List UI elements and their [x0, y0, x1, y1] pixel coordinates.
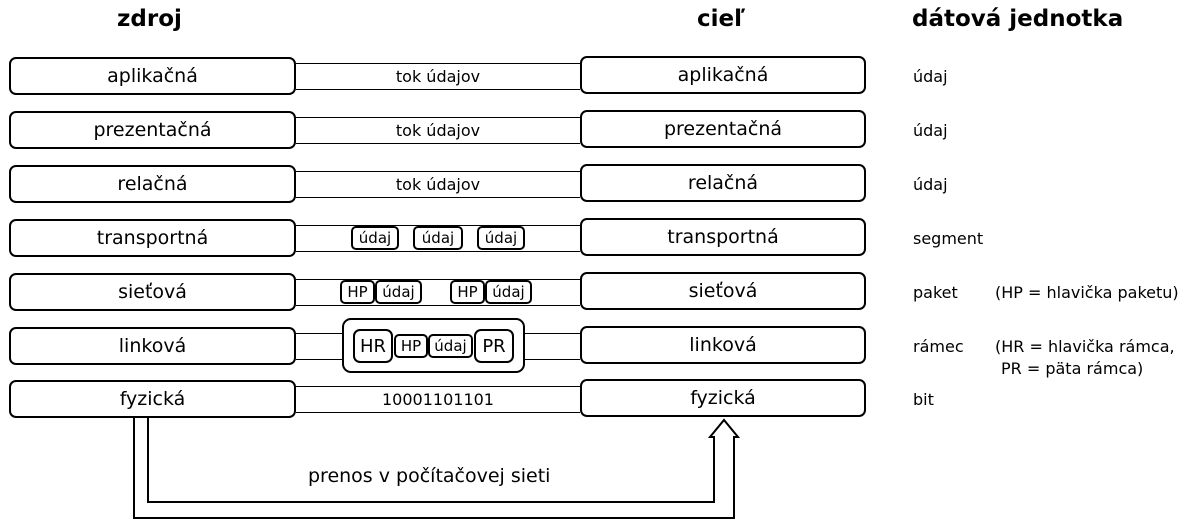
link-presentation: tok údajov: [296, 117, 580, 144]
unit-transport: segment: [913, 229, 984, 248]
header-source: zdroj: [117, 6, 182, 32]
header-destination: cieľ: [697, 6, 746, 32]
transfer-label: prenos v počítačovej sieti: [308, 465, 551, 487]
segment-data-block: údaj: [351, 226, 399, 250]
unit-application: údaj: [913, 67, 948, 86]
dest-layer-session: relačná: [580, 164, 866, 202]
link-transport: [296, 225, 580, 252]
link-physical: 10001101101: [296, 386, 580, 413]
source-layer-transport: transportná: [9, 219, 296, 257]
packet-data-block: údaj: [375, 280, 422, 304]
dest-layer-presentation: prezentačná: [580, 110, 866, 148]
note-frame-trailer: PR = päta rámca): [1001, 359, 1144, 378]
unit-physical: bit: [913, 390, 934, 409]
frame-packet-header-block: HP: [394, 334, 428, 358]
link-session: tok údajov: [296, 171, 580, 198]
frame-data-block: údaj: [428, 334, 473, 358]
source-layer-session: relačná: [9, 165, 296, 203]
dest-layer-network: sieťová: [580, 272, 866, 310]
unit-session: údaj: [913, 175, 948, 194]
dest-layer-transport: transportná: [580, 218, 866, 256]
unit-datalink: rámec: [913, 337, 964, 356]
frame-trailer-block: PR: [474, 329, 514, 363]
header-data-unit: dátová jednotka: [912, 6, 1124, 32]
note-packet-header: (HP = hlavička paketu): [995, 283, 1179, 302]
link-application: tok údajov: [296, 63, 580, 90]
source-layer-datalink: linková: [9, 327, 296, 365]
packet-header-block: HP: [450, 280, 485, 304]
packet-data-block: údaj: [485, 280, 532, 304]
packet-header-block: HP: [340, 280, 375, 304]
note-frame-header: (HR = hlavička rámca,: [995, 337, 1175, 356]
source-layer-physical: fyzická: [9, 380, 296, 418]
segment-data-block: údaj: [413, 226, 463, 250]
source-layer-presentation: prezentačná: [9, 111, 296, 149]
source-layer-network: sieťová: [9, 273, 296, 311]
source-layer-application: aplikačná: [9, 57, 296, 95]
dest-layer-application: aplikačná: [580, 56, 866, 94]
link-network: [296, 279, 580, 306]
dest-layer-datalink: linková: [580, 326, 866, 364]
frame-header-block: HR: [353, 329, 393, 363]
unit-presentation: údaj: [913, 121, 948, 140]
unit-network: paket: [913, 283, 958, 302]
segment-data-block: údaj: [477, 226, 525, 250]
dest-layer-physical: fyzická: [580, 379, 866, 417]
